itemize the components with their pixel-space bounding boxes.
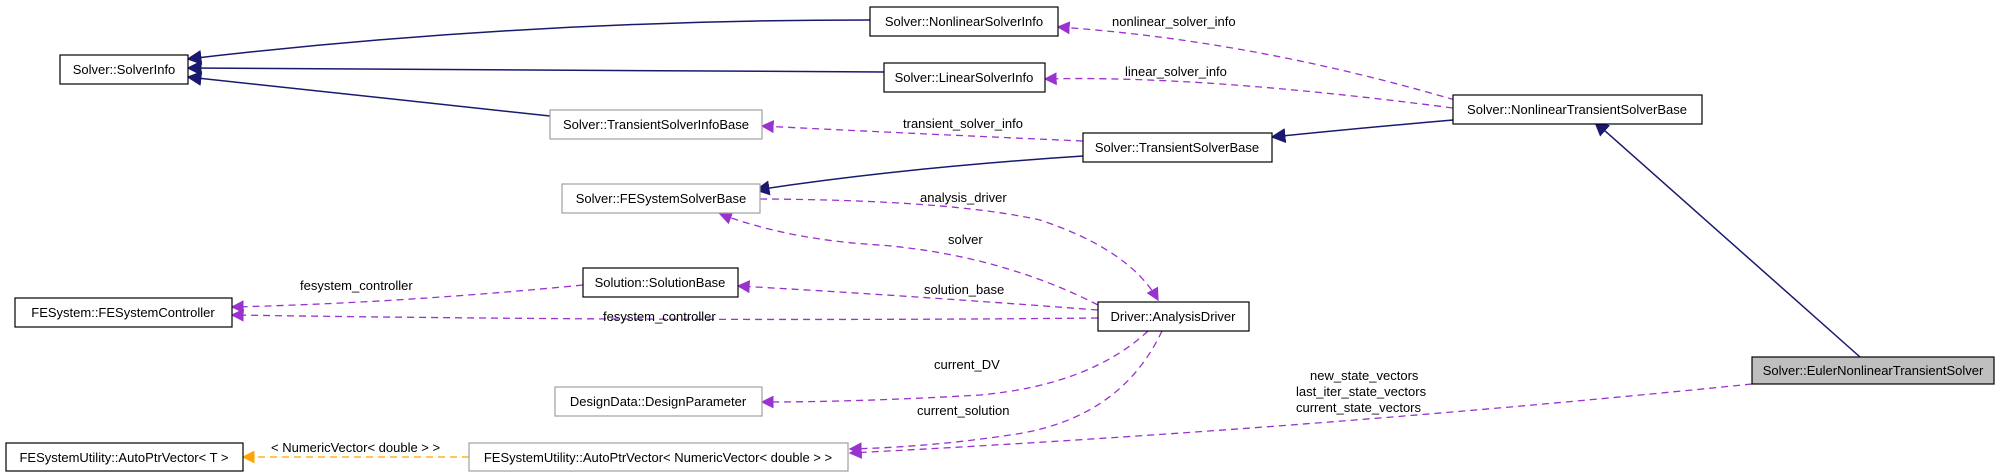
edge-linearsolverinfo-to-solverinfo — [186, 60, 885, 76]
svg-text:FESystemUtility::AutoPtrVector: FESystemUtility::AutoPtrVector< NumericV… — [484, 450, 832, 465]
node-fesystem-fesystemcontroller[interactable]: FESystem::FESystemController — [14, 297, 233, 328]
node-solver-nonlinearsolverinfo[interactable]: Solver::NonlinearSolverInfo — [869, 6, 1059, 37]
node-driver-analysisdriver[interactable]: Driver::AnalysisDriver — [1097, 301, 1250, 332]
node-solver-fesystemsolverbase[interactable]: Solver::FESystemSolverBase — [561, 183, 761, 214]
svg-text:DesignData::DesignParameter: DesignData::DesignParameter — [570, 394, 747, 409]
svg-text:Solver::FESystemSolverBase: Solver::FESystemSolverBase — [576, 191, 747, 206]
edge-nonlinearsolverinfo-to-solverinfo — [186, 19, 871, 65]
node-solver-solverinfo[interactable]: Solver::SolverInfo — [59, 54, 189, 85]
node-solver-linearsolverinfo[interactable]: Solver::LinearSolverInfo — [883, 62, 1046, 93]
edge-state-vectors — [848, 383, 1753, 459]
node-solver-transientsolverinfobase[interactable]: Solver::TransientSolverInfoBase — [549, 109, 763, 140]
svg-text:Solver::NonlinearTransientSolv: Solver::NonlinearTransientSolverBase — [1467, 102, 1687, 117]
edge-nonlinear-solver-info — [1056, 21, 1456, 101]
svg-text:Solver::TransientSolverBase: Solver::TransientSolverBase — [1095, 140, 1259, 155]
label-linear-solver-info: linear_solver_info — [1125, 64, 1227, 79]
label-current-state-vectors: current_state_vectors — [1296, 400, 1422, 415]
node-fesystemutility-autoptrvector-numericvector[interactable]: FESystemUtility::AutoPtrVector< NumericV… — [468, 442, 849, 472]
label-fesystem-controller-2: fesystem_controller — [603, 309, 716, 324]
label-nonlinear-solver-info: nonlinear_solver_info — [1112, 14, 1236, 29]
edge-solution-base — [736, 280, 1099, 311]
svg-text:Solver::EulerNonlinearTransien: Solver::EulerNonlinearTransientSolver — [1763, 363, 1984, 378]
svg-text:Solver::SolverInfo: Solver::SolverInfo — [73, 62, 176, 77]
label-current-solution: current_solution — [917, 403, 1010, 418]
edge-current-dv — [760, 330, 1149, 409]
edge-linear-solver-info — [1043, 72, 1454, 109]
edge-transient-solver-info — [760, 120, 1084, 142]
node-solver-eulernonlineartransientsolver[interactable]: Solver::EulerNonlinearTransientSolver — [1751, 356, 1995, 385]
label-analysis-driver: analysis_driver — [920, 190, 1007, 205]
edge-analysis-driver — [759, 198, 1159, 302]
label-transient-solver-info: transient_solver_info — [903, 116, 1023, 131]
edge-transientsolverbase-to-fesystemsolverbase — [754, 155, 1084, 196]
edge-current-solution — [848, 330, 1163, 456]
node-solver-nonlineartransientsolverbase[interactable]: Solver::NonlinearTransientSolverBase — [1452, 94, 1703, 125]
svg-text:Solver::TransientSolverInfoBas: Solver::TransientSolverInfoBase — [563, 117, 749, 132]
label-template-args: < NumericVector< double > > — [271, 440, 440, 455]
svg-text:FESystem::FESystemController: FESystem::FESystemController — [31, 305, 215, 320]
edge-solver — [718, 211, 1099, 306]
label-solver: solver — [948, 232, 983, 247]
label-last-iter-state-vectors: last_iter_state_vectors — [1296, 384, 1427, 399]
node-designdata-designparameter[interactable]: DesignData::DesignParameter — [554, 386, 763, 417]
label-fesystem-controller-1: fesystem_controller — [300, 278, 413, 293]
label-solution-base: solution_base — [924, 282, 1004, 297]
svg-text:Solution::SolutionBase: Solution::SolutionBase — [595, 275, 726, 290]
svg-text:Solver::LinearSolverInfo: Solver::LinearSolverInfo — [895, 70, 1034, 85]
node-fesystemutility-autoptrvector-t[interactable]: FESystemUtility::AutoPtrVector< T > — [5, 442, 244, 472]
edge-nonlineartransientsolverbase-to-transientsolverbase — [1270, 119, 1454, 144]
label-new-state-vectors: new_state_vectors — [1310, 368, 1419, 383]
svg-text:FESystemUtility::AutoPtrVector: FESystemUtility::AutoPtrVector< T > — [19, 450, 228, 465]
edge-fesystem-controller-2 — [230, 308, 1099, 322]
edge-transientsolverinfobase-to-solverinfo — [186, 71, 551, 117]
edge-euler-to-nonlineartransientsolverbase — [1593, 121, 1861, 358]
label-current-dv: current_DV — [934, 357, 1000, 372]
svg-text:Solver::NonlinearSolverInfo: Solver::NonlinearSolverInfo — [885, 14, 1043, 29]
node-solution-solutionbase[interactable]: Solution::SolutionBase — [582, 267, 739, 298]
node-solver-transientsolverbase[interactable]: Solver::TransientSolverBase — [1082, 132, 1273, 163]
svg-text:Driver::AnalysisDriver: Driver::AnalysisDriver — [1111, 309, 1237, 324]
